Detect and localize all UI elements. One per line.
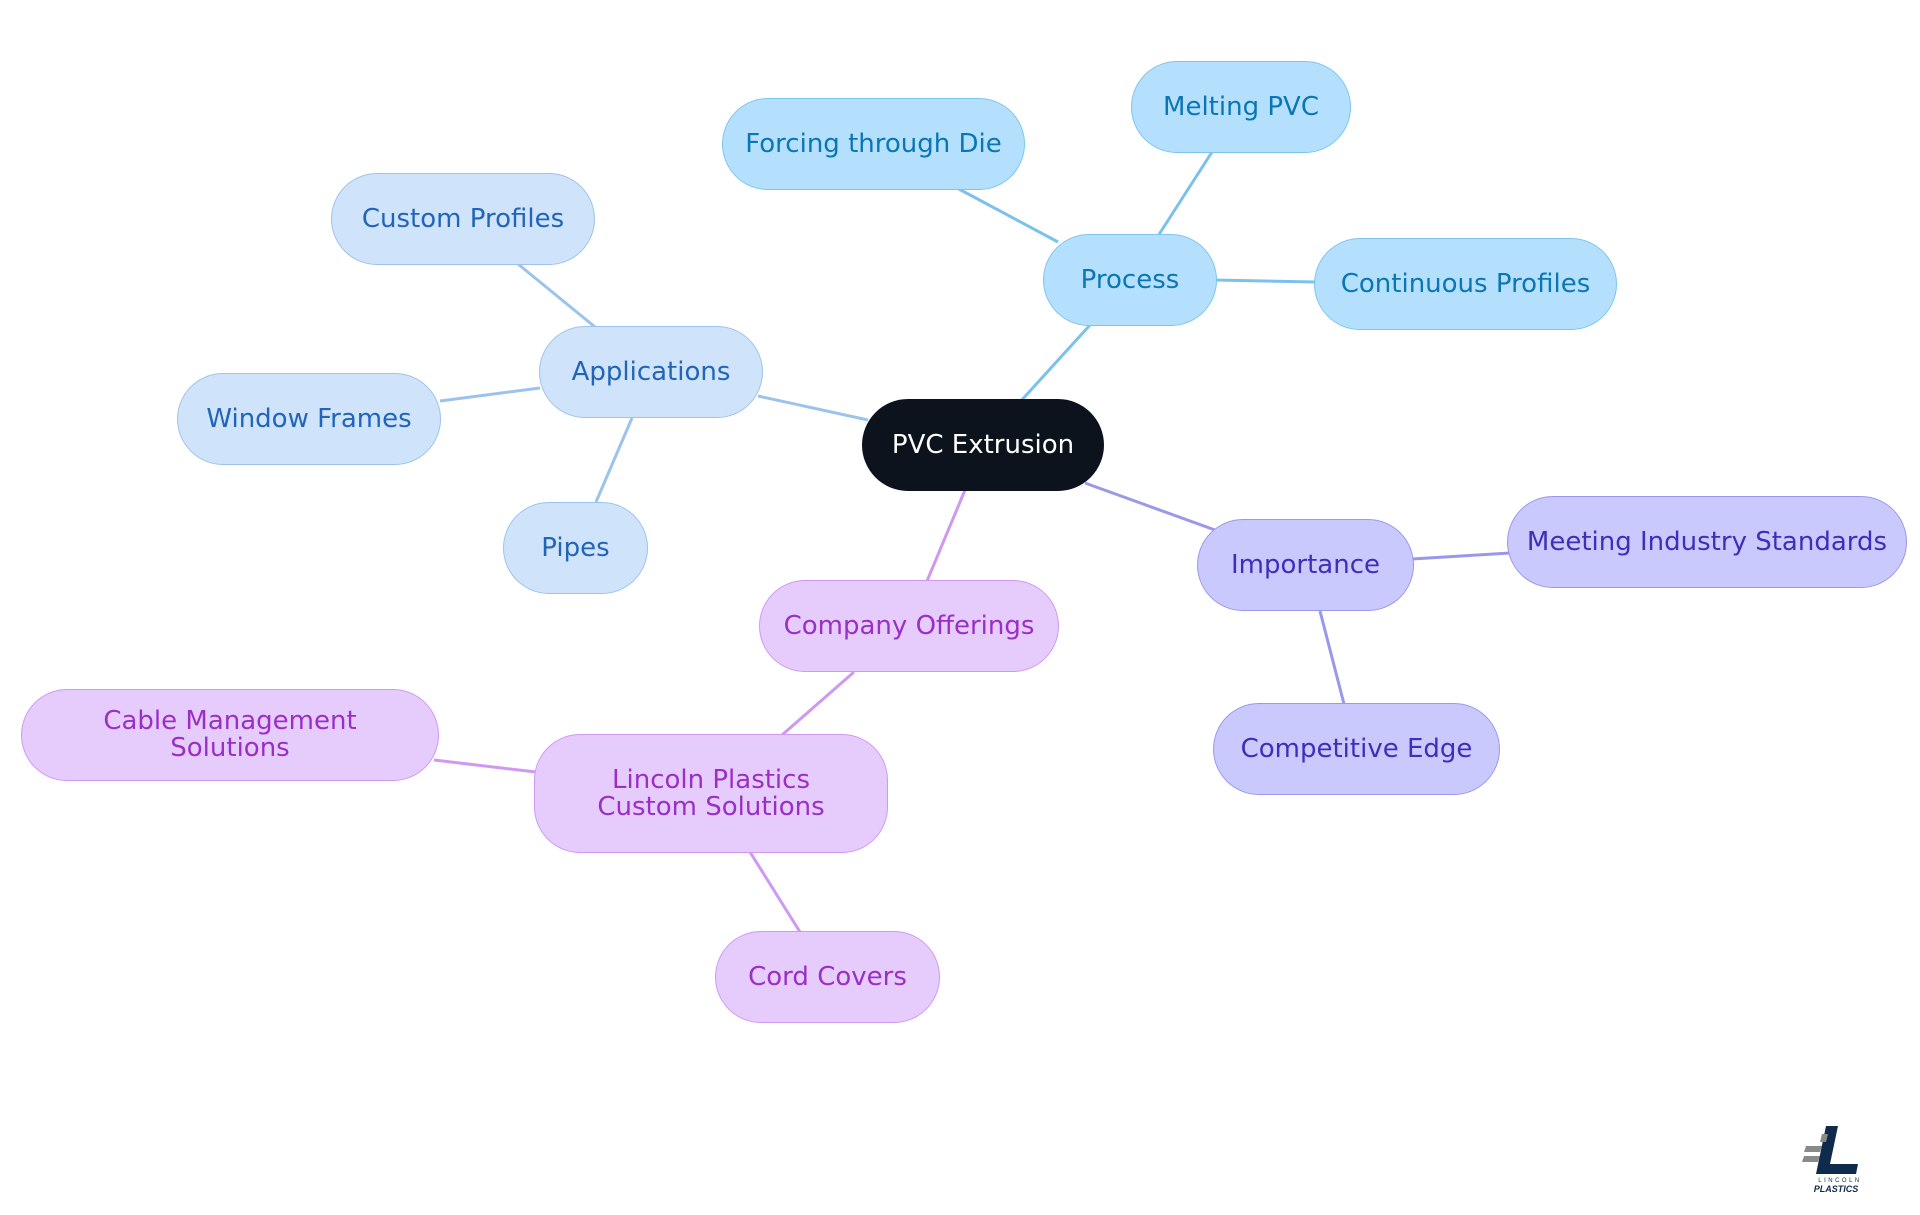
node-cord-covers[interactable]: Cord Covers bbox=[715, 931, 940, 1023]
node-competitive-edge[interactable]: Competitive Edge bbox=[1213, 703, 1500, 795]
node-competitive-edge-label: Competitive Edge bbox=[1240, 733, 1473, 764]
node-continuous-profiles[interactable]: Continuous Profiles bbox=[1314, 238, 1617, 330]
node-importance[interactable]: Importance bbox=[1197, 519, 1414, 611]
node-applications[interactable]: Applications bbox=[539, 326, 763, 418]
node-meeting-industry-standards-label: Meeting Industry Standards bbox=[1526, 526, 1888, 557]
node-melting-pvc[interactable]: Melting PVC bbox=[1131, 61, 1351, 153]
edge-company-lincoln bbox=[781, 670, 855, 737]
node-pipes-label: Pipes bbox=[541, 532, 610, 563]
node-importance-label: Importance bbox=[1231, 549, 1380, 580]
logo-text-plastics: PLASTICS bbox=[1814, 1184, 1859, 1194]
edge-root-importance bbox=[1084, 481, 1216, 532]
node-cable-management-solutions[interactable]: Cable Management Solutions bbox=[21, 689, 439, 781]
root-node-pvc-extrusion[interactable]: PVC Extrusion bbox=[862, 399, 1104, 491]
node-lincoln-plastics-custom-solutions[interactable]: Lincoln Plastics Custom Solutions bbox=[534, 734, 888, 853]
node-forcing-through-die-label: Forcing through Die bbox=[745, 128, 1002, 159]
edge-root-applications bbox=[757, 394, 869, 422]
node-custom-profiles[interactable]: Custom Profiles bbox=[331, 173, 595, 265]
node-company-offerings[interactable]: Company Offerings bbox=[759, 580, 1059, 672]
node-company-offerings-label: Company Offerings bbox=[783, 610, 1035, 641]
node-continuous-profiles-label: Continuous Profiles bbox=[1340, 268, 1591, 299]
edge-importance-competitive bbox=[1318, 610, 1346, 705]
edge-lincoln-cable bbox=[433, 758, 537, 774]
node-lincoln-plastics-custom-solutions-label: Lincoln Plastics Custom Solutions bbox=[597, 764, 825, 822]
edge-root-process bbox=[1018, 323, 1092, 404]
lincoln-plastics-logo-mark bbox=[1802, 1126, 1858, 1174]
node-meeting-industry-standards[interactable]: Meeting Industry Standards bbox=[1507, 496, 1907, 588]
root-node-label: PVC Extrusion bbox=[891, 429, 1075, 460]
edge-apps-pipes bbox=[594, 417, 634, 503]
node-window-frames[interactable]: Window Frames bbox=[177, 373, 441, 465]
node-custom-profiles-label: Custom Profiles bbox=[361, 203, 565, 234]
edge-process-forcing bbox=[956, 186, 1059, 244]
edge-root-company bbox=[925, 489, 967, 582]
lincoln-plastics-logo: LINCOLN PLASTICS bbox=[1802, 1126, 1862, 1194]
node-cable-management-solutions-label: Cable Management Solutions bbox=[103, 706, 357, 763]
node-process-label: Process bbox=[1080, 264, 1180, 295]
edge-apps-custom bbox=[517, 262, 596, 329]
node-cord-covers-label: Cord Covers bbox=[748, 961, 907, 992]
node-melting-pvc-label: Melting PVC bbox=[1163, 91, 1319, 122]
edge-lincoln-cord bbox=[748, 851, 802, 933]
edge-importance-standards bbox=[1411, 551, 1511, 561]
edge-process-continuous bbox=[1214, 278, 1316, 284]
edge-apps-window bbox=[439, 386, 541, 403]
node-process[interactable]: Process bbox=[1043, 234, 1217, 326]
node-pipes[interactable]: Pipes bbox=[503, 502, 648, 594]
logo-text-lincoln: LINCOLN bbox=[1818, 1178, 1862, 1184]
node-applications-label: Applications bbox=[571, 356, 731, 387]
node-forcing-through-die[interactable]: Forcing through Die bbox=[722, 98, 1025, 190]
edge-process-melting bbox=[1156, 151, 1214, 237]
node-window-frames-label: Window Frames bbox=[206, 403, 412, 434]
